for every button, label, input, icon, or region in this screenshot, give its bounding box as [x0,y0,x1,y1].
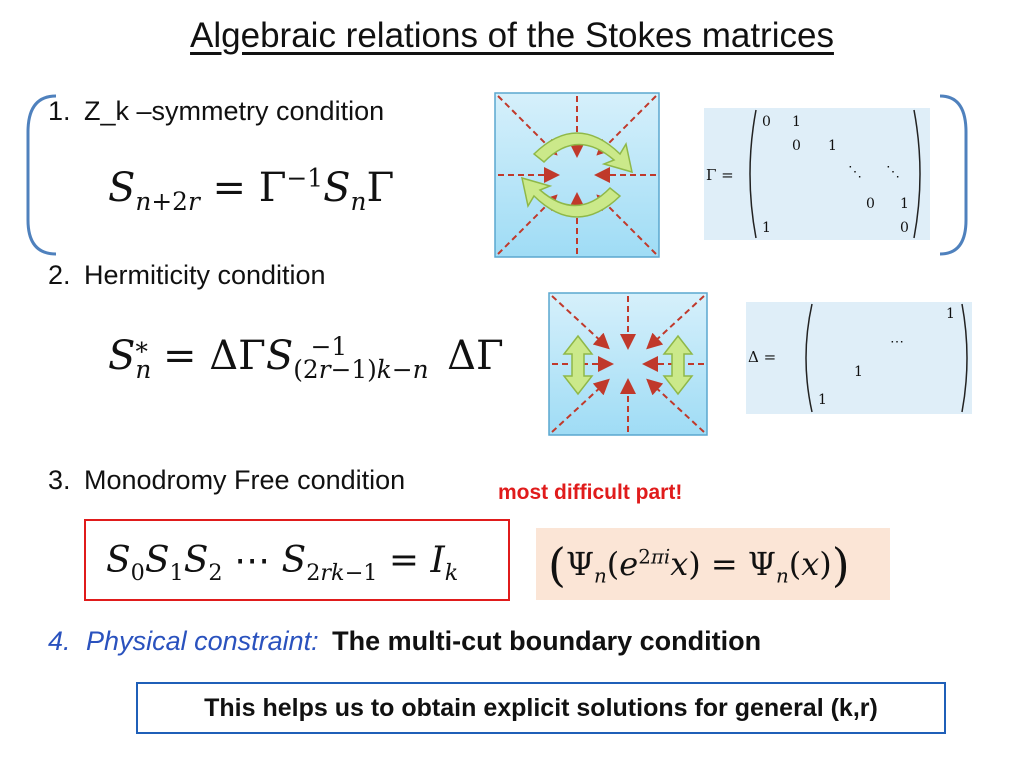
item-4-number: 4. [48,626,71,656]
gamma-entry: 0 [792,138,801,154]
monodromy-equation: S0S1S2 ⋯ S2rk−1 = Ik [106,540,459,587]
psi-periodicity-box [536,528,890,600]
reflection-arrow-left-icon [562,334,594,396]
gamma-entry: ⋱ [886,164,900,180]
item-2: 2. Hermiticity condition [48,260,326,291]
delta-entry: 1 [818,392,827,408]
item-4: 4. Physical constraint: The multi-cut bo… [48,626,761,657]
gamma-entry: 0 [866,196,875,212]
gamma-label: Γ = [706,166,734,184]
difficulty-note: most difficult part! [498,481,683,504]
gamma-entry: 1 [828,138,837,154]
gamma-entry: 0 [762,114,771,130]
item-3-label: Monodromy Free condition [84,465,406,495]
delta-matrix-panel: Δ = 1 ⋯ 1 1 [746,302,972,414]
delta-label: Δ = [748,348,777,366]
monodromy-equation-box [84,519,510,601]
gamma-entry: 1 [900,196,909,212]
reflection-arrow-right-icon [662,334,694,396]
item-3: 3. Monodromy Free condition [48,465,405,496]
item-4-label-bold: The multi-cut boundary condition [332,626,762,656]
gamma-entry: ⋱ [848,164,862,180]
item-2-number: 2. [48,260,71,290]
rotation-symmetry-diagram [494,92,660,258]
item-4-label-italic: Physical constraint: [86,626,319,656]
item-3-number: 3. [48,465,71,495]
right-bracket [939,94,968,256]
gamma-entry: 0 [900,220,909,236]
item-1: 1. Z_k –symmetry condition [48,96,384,127]
gamma-entry: 1 [792,114,801,130]
slide-title: Algebraic relations of the Stokes matric… [190,16,834,55]
item1-bracket-frame [26,94,968,256]
delta-entry: 1 [946,306,955,322]
reflection-symmetry-diagram [548,292,708,436]
item-1-label: Z_k –symmetry condition [84,96,385,126]
gamma-entry: 1 [762,220,771,236]
conclusion-box: This helps us to obtain explicit solutio… [136,682,946,734]
psi-periodicity-equation: (Ψn(e2πix) = Ψn(x)) [548,538,850,592]
gamma-matrix-panel: Γ = 0 1 0 1 ⋱ ⋱ 0 1 1 0 [704,108,930,240]
delta-entry: 1 [854,364,863,380]
item-1-number: 1. [48,96,71,126]
rotation-arrow-bottom-icon [521,176,622,218]
left-bracket [26,94,57,256]
delta-entry: ⋯ [890,334,904,350]
item-2-label: Hermiticity condition [84,260,326,290]
zk-symmetry-equation: Sn+2r = Γ−1SnΓ [108,163,395,216]
rotation-arrow-top-icon [532,132,633,174]
